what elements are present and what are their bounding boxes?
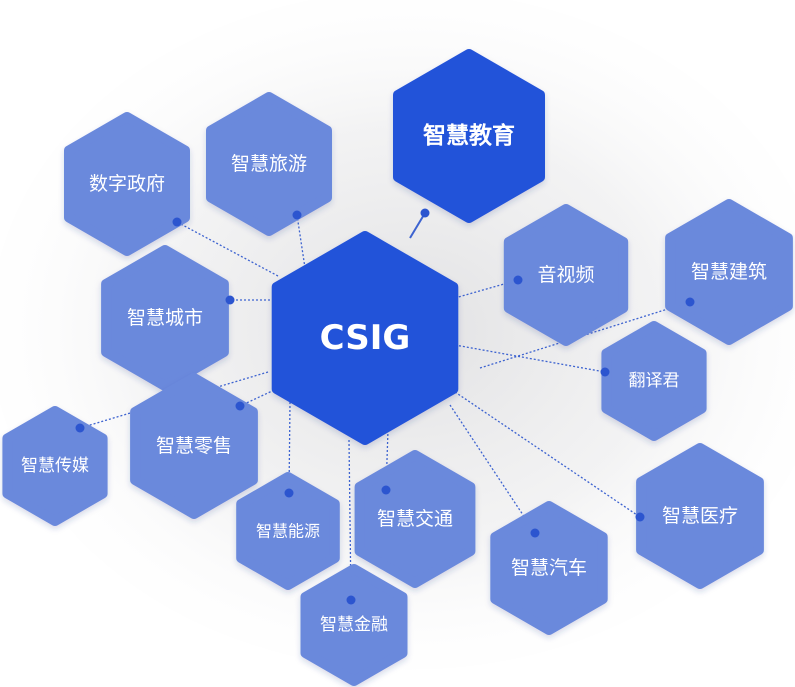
hex-shape-finance	[300, 564, 408, 686]
hex-shape-av	[503, 204, 629, 346]
hex-shape-education	[393, 49, 545, 223]
hex-label-medical: 智慧医疗	[662, 505, 738, 527]
hex-shape-csig	[271, 231, 459, 445]
connector-dot-media	[75, 423, 85, 433]
connector-auto	[449, 404, 536, 534]
connector-dot-translate	[600, 367, 610, 377]
hex-node-csig[interactable]: CSIG	[271, 231, 459, 445]
connector-dot-retail	[235, 401, 245, 411]
hex-label-finance: 智慧金融	[320, 615, 388, 635]
connector-dot-building	[685, 297, 695, 307]
hex-label-energy: 智慧能源	[256, 522, 320, 541]
hex-node-building[interactable]: 智慧建筑	[665, 199, 793, 345]
hex-node-gov[interactable]: 数字政府	[64, 112, 190, 256]
hex-shape-building	[665, 199, 793, 345]
connector-translate	[454, 344, 606, 373]
hex-shape-medical	[636, 443, 764, 589]
connector-dot-av	[513, 275, 523, 285]
hex-node-education[interactable]: 智慧教育	[393, 49, 545, 223]
hex-node-auto[interactable]: 智慧汽车	[490, 501, 608, 635]
hex-node-translate[interactable]: 翻译君	[601, 321, 707, 441]
connector-medical	[454, 391, 641, 518]
hex-shape-auto	[490, 501, 608, 635]
hex-node-city[interactable]: 智慧城市	[101, 245, 229, 391]
connector-dot-energy	[284, 488, 294, 498]
hex-node-medical[interactable]: 智慧医疗	[636, 443, 764, 589]
hex-label-translate: 翻译君	[629, 371, 680, 391]
hex-label-tourism: 智慧旅游	[231, 153, 307, 175]
connector-education	[409, 212, 426, 239]
hex-shape-city	[101, 245, 229, 391]
hex-label-education: 智慧教育	[423, 122, 515, 149]
connector-dot-gov	[172, 217, 182, 227]
hex-shape-translate	[601, 321, 707, 441]
connector-dot-city	[225, 295, 235, 305]
hex-shape-media	[2, 406, 108, 526]
connector-dot-finance	[346, 595, 356, 605]
hex-label-media: 智慧传媒	[21, 456, 89, 476]
connector-dot-auto	[530, 528, 540, 538]
connector-dot-tourism	[292, 210, 302, 220]
connector-av	[454, 279, 519, 299]
hex-node-energy[interactable]: 智慧能源	[236, 472, 340, 590]
hex-label-csig: CSIG	[320, 318, 411, 358]
connector-dot-traffic	[381, 485, 391, 495]
connector-building	[479, 301, 691, 369]
hex-shape-energy	[236, 472, 340, 590]
hex-shape-retail	[130, 373, 258, 519]
hex-shape-tourism	[206, 92, 332, 236]
hex-shape-gov	[64, 112, 190, 256]
connector-tourism	[296, 214, 306, 269]
connector-media	[79, 371, 269, 429]
hex-label-building: 智慧建筑	[691, 261, 767, 283]
hex-label-auto: 智慧汽车	[511, 557, 587, 579]
hex-node-retail[interactable]: 智慧零售	[130, 373, 258, 519]
hex-label-city: 智慧城市	[127, 307, 203, 329]
connector-gov	[176, 221, 279, 277]
hex-node-tourism[interactable]: 智慧旅游	[206, 92, 332, 236]
hex-label-av: 音视频	[537, 264, 594, 286]
connector-energy	[288, 401, 291, 494]
hex-label-retail: 智慧零售	[156, 435, 232, 457]
hex-node-media[interactable]: 智慧传媒	[2, 406, 108, 526]
hex-node-traffic[interactable]: 智慧交通	[354, 450, 476, 588]
hex-label-traffic: 智慧交通	[377, 508, 453, 530]
hex-node-finance[interactable]: 智慧金融	[300, 564, 408, 686]
connector-dot-medical	[635, 512, 645, 522]
hex-label-gov: 数字政府	[89, 173, 165, 195]
connector-dot-education	[420, 208, 430, 218]
hex-node-av[interactable]: 音视频	[503, 204, 629, 346]
